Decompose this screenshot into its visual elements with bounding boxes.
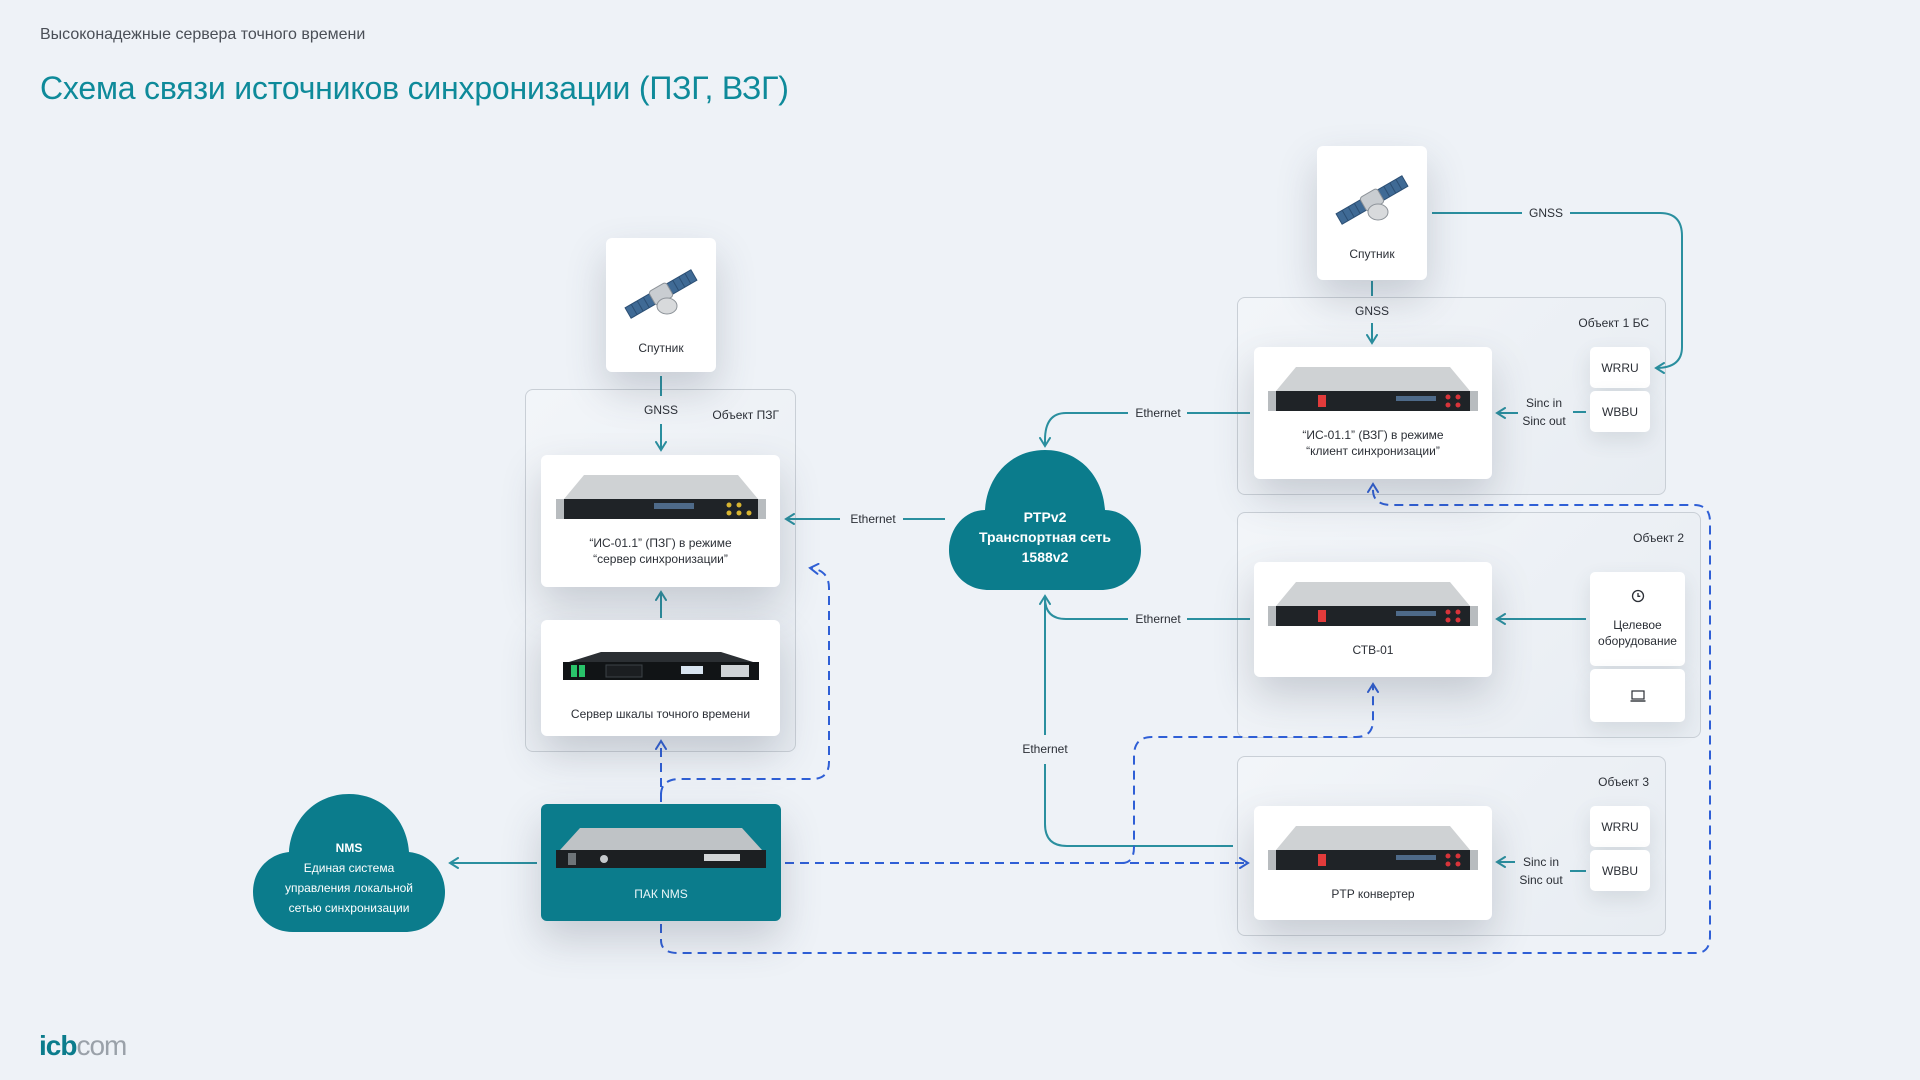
edge-label-ethernet-obj2: Ethernet [1135,612,1181,626]
cloud-line-1: PTPv2 [1023,509,1067,525]
company-logo: icbcom [39,1030,127,1062]
transport-cloud[interactable] [949,450,1141,590]
cloud-line-3: управления локальной [284,881,414,895]
device-label: “ИС-01.1” (ВЗГ) в режиме [1302,428,1444,442]
device-card-pak-nms[interactable]: ПАК NMS [541,804,781,921]
device-label: “ИС-01.1” (ПЗГ) в режиме [589,536,732,550]
rack-server-icon [555,475,766,519]
edge-label-ethernet-obj3: Ethernet [1022,742,1068,756]
edge-label-ethernet-obj1: Ethernet [1135,406,1181,420]
unit-label: WBBU [1602,863,1638,878]
laptop-icon [1630,689,1645,702]
cloud-line-3: 1588v2 [1021,549,1069,565]
satellite-card-right[interactable]: Спутник [1317,146,1427,280]
unit-label: WBBU [1602,404,1638,419]
edge-label-gnss-pzg: GNSS [643,403,678,417]
target-label-2: оборудование [1598,634,1677,648]
device-card-stv01[interactable]: СТВ-01 [1254,562,1492,677]
ethernet-link-obj2-left [1039,594,1128,620]
nms-cloud-text: NMS Единая система управления локальной … [253,838,445,918]
unit-card-wrru-obj1[interactable]: WRRU [1590,347,1650,388]
device-label-2: “сервер синхронизации” [593,552,728,566]
laptop-card[interactable] [1590,669,1685,722]
logo-part-1: icb [39,1030,77,1061]
unit-label: WRRU [1601,360,1639,375]
satellite-icon [624,269,698,319]
edge-label-gnss-obj1: GNSS [1354,304,1389,318]
unit-card-wbbu-obj3[interactable]: WBBU [1590,850,1650,891]
device-label: Сервер шкалы точного времени [570,707,751,721]
transport-cloud-text: PTPv2 Транспортная сеть 1588v2 [949,507,1141,567]
page-title: Схема связи источников синхронизации (ПЗ… [40,70,789,106]
device-card-time-scale-server[interactable]: Сервер шкалы точного времени [541,620,780,736]
ethernet-link-obj3 [1044,764,1233,847]
unit-label: WRRU [1601,819,1639,834]
device-label-2: “клиент синхронизации” [1306,444,1440,458]
edge-label-sync-obj1: Sinc in Sinc out [1518,394,1570,430]
satellite-card-left[interactable]: Спутник [606,238,716,372]
device-card-is-vzg[interactable]: “ИС-01.1” (ВЗГ) в режиме “клиент синхрон… [1254,347,1492,479]
edge-label-ethernet-pzg: Ethernet [850,512,896,526]
edge-label-gnss-top-right: GNSS [1528,206,1563,220]
sync-in-label: Sinc in [1525,396,1563,410]
unit-card-wbbu-obj1[interactable]: WBBU [1590,391,1650,432]
group-label-object3: Объект 3 [1598,775,1649,789]
logo-part-2: com [76,1030,127,1061]
cloud-line-1: NMS [335,841,363,855]
group-label-object2: Объект 2 [1633,531,1684,545]
page-subtitle: Высоконадежные сервера точного времени [40,26,366,43]
satellite-label: Спутник [638,341,684,355]
cloud-line-2: Единая система [303,861,395,875]
ethernet-link-obj1-left [1039,412,1128,448]
rack-server-icon [1268,826,1478,870]
sync-in-label: Sinc in [1522,855,1560,869]
rack-server-icon [556,828,766,868]
device-label: ПАК NMS [634,887,688,901]
rack-server-icon [562,652,759,680]
device-label: СТВ-01 [1352,643,1394,657]
rack-server-icon [1268,582,1478,626]
target-label-1: Целевое [1613,618,1662,632]
sync-out-label: Sinc out [1519,873,1563,887]
device-label: PTP конвертер [1331,887,1415,901]
group-label-pzg: Объект ПЗГ [712,408,779,422]
group-label-object1: Объект 1 БС [1578,316,1649,330]
sync-out-label: Sinc out [1522,414,1566,428]
cloud-line-2: Транспортная сеть [979,529,1111,545]
clock-icon [1631,589,1644,603]
edge-label-sync-obj3: Sinc in Sinc out [1515,853,1567,889]
satellite-label: Спутник [1349,247,1395,261]
device-card-is-pzg[interactable]: “ИС-01.1” (ПЗГ) в режиме “сервер синхрон… [541,455,780,587]
device-card-ptp-converter[interactable]: PTP конвертер [1254,806,1492,920]
cloud-line-4: сетью синхронизации [288,901,410,915]
nms-cloud[interactable] [253,794,445,932]
satellite-icon [1335,175,1409,225]
target-equipment-card[interactable]: Целевое оборудование [1590,572,1685,666]
unit-card-wrru-obj3[interactable]: WRRU [1590,806,1650,847]
rack-server-icon [1268,367,1478,411]
